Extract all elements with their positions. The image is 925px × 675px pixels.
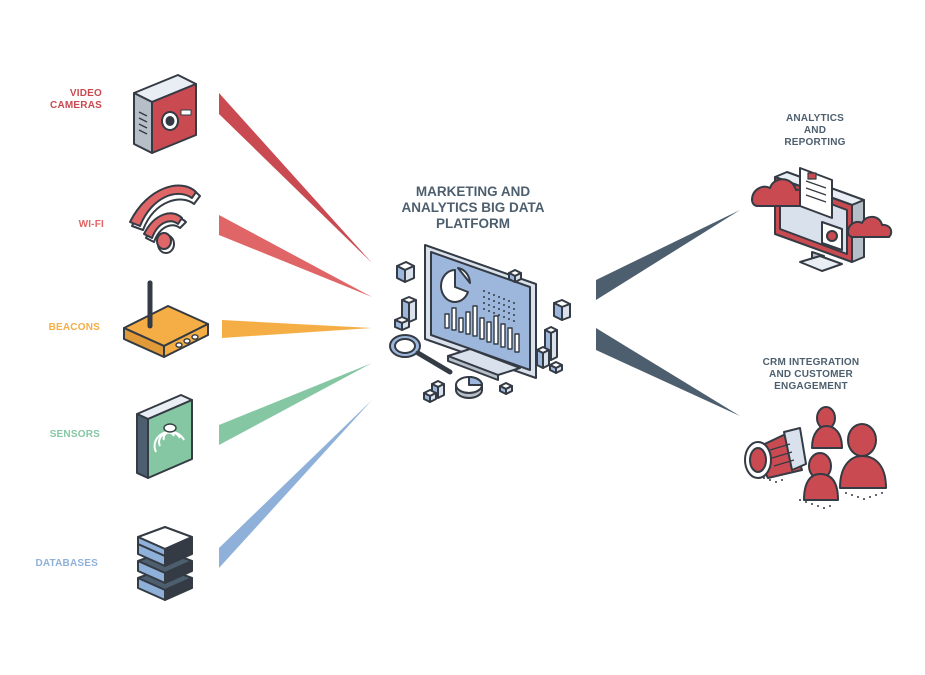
- output-label-crm: CRM INTEGRATION AND CUSTOMER ENGAGEMENT: [762, 357, 860, 392]
- connector-video-cameras: [219, 93, 372, 263]
- source-label-databases: DATABASES: [35, 558, 98, 569]
- cloud-report-monitor-icon: [751, 167, 893, 272]
- beacon-router-icon: [123, 280, 209, 358]
- video-camera-icon: [133, 74, 197, 154]
- monitor-analytics-icon: [389, 244, 571, 403]
- connector-sensors: [219, 363, 372, 445]
- database-icon: [137, 526, 193, 601]
- source-label-sensors: SENSORS: [49, 429, 100, 440]
- source-label-wifi: WI-FI: [78, 219, 104, 230]
- source-connectors: [219, 93, 372, 568]
- megaphone-people-icon: [744, 406, 887, 509]
- output-label-analytics-reporting: ANALYTICS AND REPORTING: [784, 113, 846, 148]
- connector-wifi: [219, 215, 372, 297]
- output-connectors: [596, 210, 740, 416]
- center-title: MARKETING AND ANALYTICS BIG DATA PLATFOR…: [401, 184, 545, 231]
- connector-beacons: [222, 320, 372, 338]
- wifi-icon: [129, 184, 201, 254]
- connector-databases: [219, 400, 372, 568]
- sensor-icon: [136, 394, 193, 479]
- source-label-beacons: BEACONS: [48, 322, 100, 333]
- connector-analytics-reporting: [596, 210, 740, 300]
- source-label-video-cameras: VIDEO CAMERAS: [50, 88, 102, 111]
- connector-crm: [596, 328, 740, 416]
